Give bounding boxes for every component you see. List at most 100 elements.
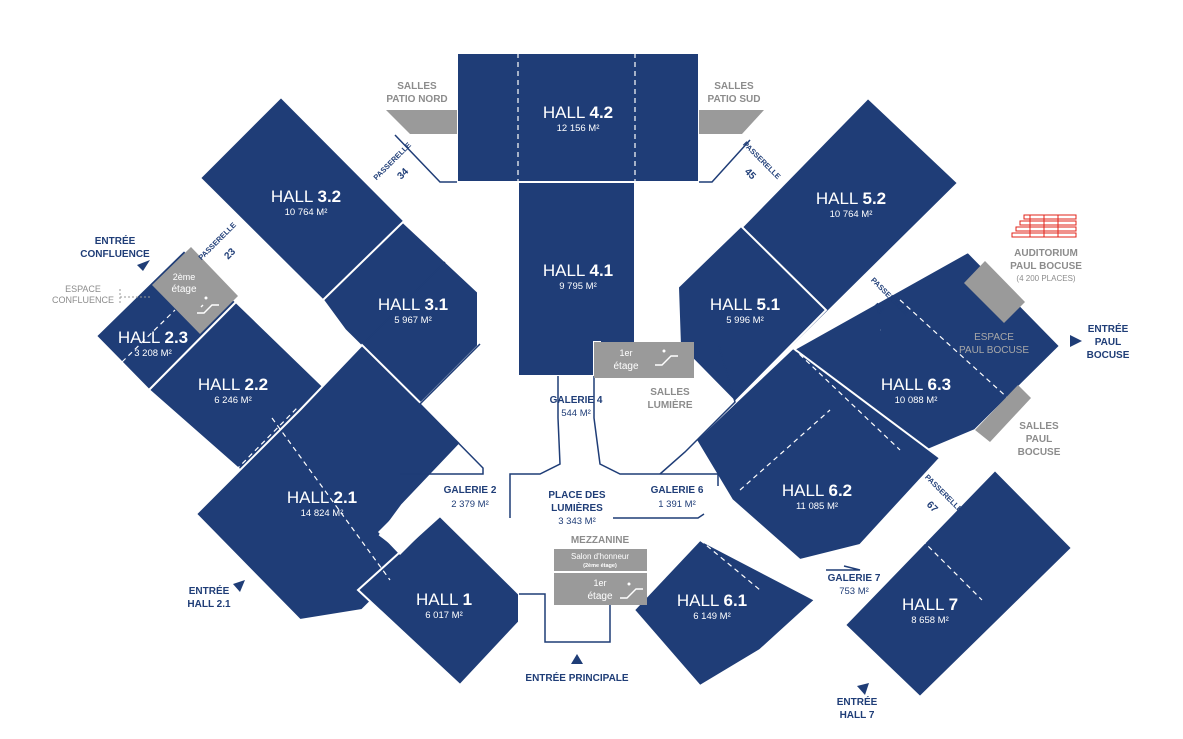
gallery-labels: GALERIE 4 544 M² GALERIE 2 2 379 M² GALE… [444,395,881,597]
hall-6-3-label: HALL 6.3 [881,375,951,394]
hall-5-1-area: 5 996 M² [726,315,764,326]
arrow-confluence [137,260,150,271]
arrow-hall-2-1 [233,580,245,592]
mezzanine-label: MEZZANINE [571,535,630,546]
service-areas [152,110,1031,605]
hall-7-block[interactable] [843,468,1074,699]
galerie-7-name: GALERIE 7 [828,573,881,584]
hall-7-area: 8 658 M² [911,615,949,626]
room-labels: SALLES PATIO NORD SALLES PATIO SUD SALLE… [52,81,1082,569]
passerelle-67-num: 67 [924,499,940,515]
auditorium-line3: (4 200 PLACES) [1016,274,1075,283]
galerie-2-area: 2 379 M² [451,499,489,510]
arrow-hall-7 [857,683,869,695]
place-lumieres-line1: PLACE DES [548,490,606,501]
espace-confluence-stairs [152,247,238,334]
salles-paul-bocuse-area [975,385,1031,442]
salon-honneur-box [554,549,647,571]
mezzanine-stairs-box [554,573,647,605]
entree-paul-bocuse-line2: PAUL [1095,337,1121,348]
salles-patio-nord-area [386,110,457,134]
hall-6-1-label: HALL 6.1 [677,591,747,610]
hall-2-3-area: 3 208 M² [134,348,172,359]
lumiere-floor-sup: 1er [619,348,632,358]
espace-confluence-line1: ESPACE [65,284,101,294]
espace-confluence-line2: CONFLUENCE [52,295,114,305]
entrance-labels: ENTRÉE CONFLUENCE ENTRÉE PAUL BOCUSE ENT… [80,234,1129,721]
patio-sud-line2: PATIO SUD [708,94,761,105]
auditorium-seats-icon [1011,214,1077,238]
hall-2-1-label: HALL 2.1 [287,488,357,507]
hall-6-2-area: 11 085 M² [796,501,838,512]
patio-nord-line1: SALLES [397,81,437,92]
galerie-7-area: 753 M² [839,586,869,597]
confluence-floor-word: étage [171,284,196,295]
hall-4-2-area: 12 156 M² [557,123,600,134]
galerie-6-area: 1 391 M² [658,499,696,510]
hall-6-1-area: 6 149 M² [693,611,731,622]
hall-3-1-label: HALL 3.1 [378,295,448,314]
confluence-floor-sup: 2ème [173,272,196,282]
passerelle-34-num: 34 [395,166,411,182]
hall-2-3-label: HALL 2.3 [118,328,188,347]
hall-5-2-area: 10 764 M² [830,209,873,220]
hall-4-1-area: 9 795 M² [559,281,597,292]
escalator-icon-lumiere [655,349,678,366]
espace-paul-bocuse-line2: PAUL BOCUSE [959,345,1029,356]
hall-7-label: HALL 7 [902,595,958,614]
hall-1-area: 6 017 M² [425,610,463,621]
hall-4-2-label: HALL 4.2 [543,103,613,122]
hall-6-3-area: 10 088 M² [895,395,938,406]
mezzanine-floor-sup: 1er [593,578,606,588]
salon-honneur-line1: Salon d'honneur [571,552,629,561]
escalator-icon-confluence [197,296,219,314]
galerie-6-name: GALERIE 6 [651,485,704,496]
salles-patio-sud-area [699,110,764,134]
hall-6-2-label: HALL 6.2 [782,481,852,500]
auditorium-line2: PAUL BOCUSE [1010,261,1082,272]
passerelle-23-num: 23 [222,246,238,262]
galerie-4-name: GALERIE 4 [550,395,603,406]
hall-2-1-area: 14 824 M² [301,508,344,519]
hall-5-2-label: HALL 5.2 [816,189,886,208]
paul-bocuse-line1: SALLES [1019,421,1059,432]
galerie-4-area: 544 M² [561,408,591,419]
hall-3-1-area: 5 967 M² [394,315,432,326]
lumiere-floor-word: étage [613,361,638,372]
hall-5-1-block[interactable] [676,224,828,404]
passerelle-45-num: 45 [742,166,758,182]
galerie-2-name: GALERIE 2 [444,485,497,496]
mezzanine-floor-word: étage [587,591,612,602]
entree-paul-bocuse-line3: BOCUSE [1087,350,1130,361]
hall-6-1-block[interactable] [632,538,817,688]
entree-principale: ENTRÉE PRINCIPALE [525,671,628,684]
hall-2-2-area: 6 246 M² [214,395,252,406]
arrow-paul-bocuse [1070,335,1082,347]
entree-hall-2-1-line1: ENTRÉE [189,584,230,597]
dashed-separators [121,53,1011,601]
patio-sud-line1: SALLES [714,81,754,92]
hall-3-2-label: HALL 3.2 [271,187,341,206]
hall-4-1-label: HALL 4.1 [543,261,613,280]
escalator-icon-mezzanine [620,582,643,599]
hall-1-block[interactable] [356,514,520,687]
entree-hall-2-1-line2: HALL 2.1 [187,599,231,610]
hall-5-1-label: HALL 5.1 [710,295,780,314]
salon-honneur-line2: (2ème étage) [583,563,617,569]
entree-paul-bocuse-line1: ENTRÉE [1088,322,1129,335]
hall-labels: HALL 4.2 12 156 M² HALL 4.1 9 795 M² HAL… [118,103,958,626]
paul-bocuse-line2: PAUL [1026,434,1052,445]
hall-3-2-area: 10 764 M² [285,207,328,218]
entree-confluence-line1: ENTRÉE [95,234,136,247]
place-lumieres-area: 3 343 M² [558,516,596,527]
arrow-principale [571,654,583,664]
espace-paul-bocuse-line1: ESPACE [974,332,1014,343]
entree-confluence-line2: CONFLUENCE [80,249,150,260]
floor-indicators: 2ème étage 1er étage 1er étage [171,272,638,602]
place-lumieres-line2: LUMIÈRES [551,501,603,514]
hall-2-1-cutout [378,507,425,555]
lumiere-line2: LUMIÈRE [648,398,693,411]
hall-1-label: HALL 1 [416,590,472,609]
espace-paul-bocuse-area [964,261,1025,323]
